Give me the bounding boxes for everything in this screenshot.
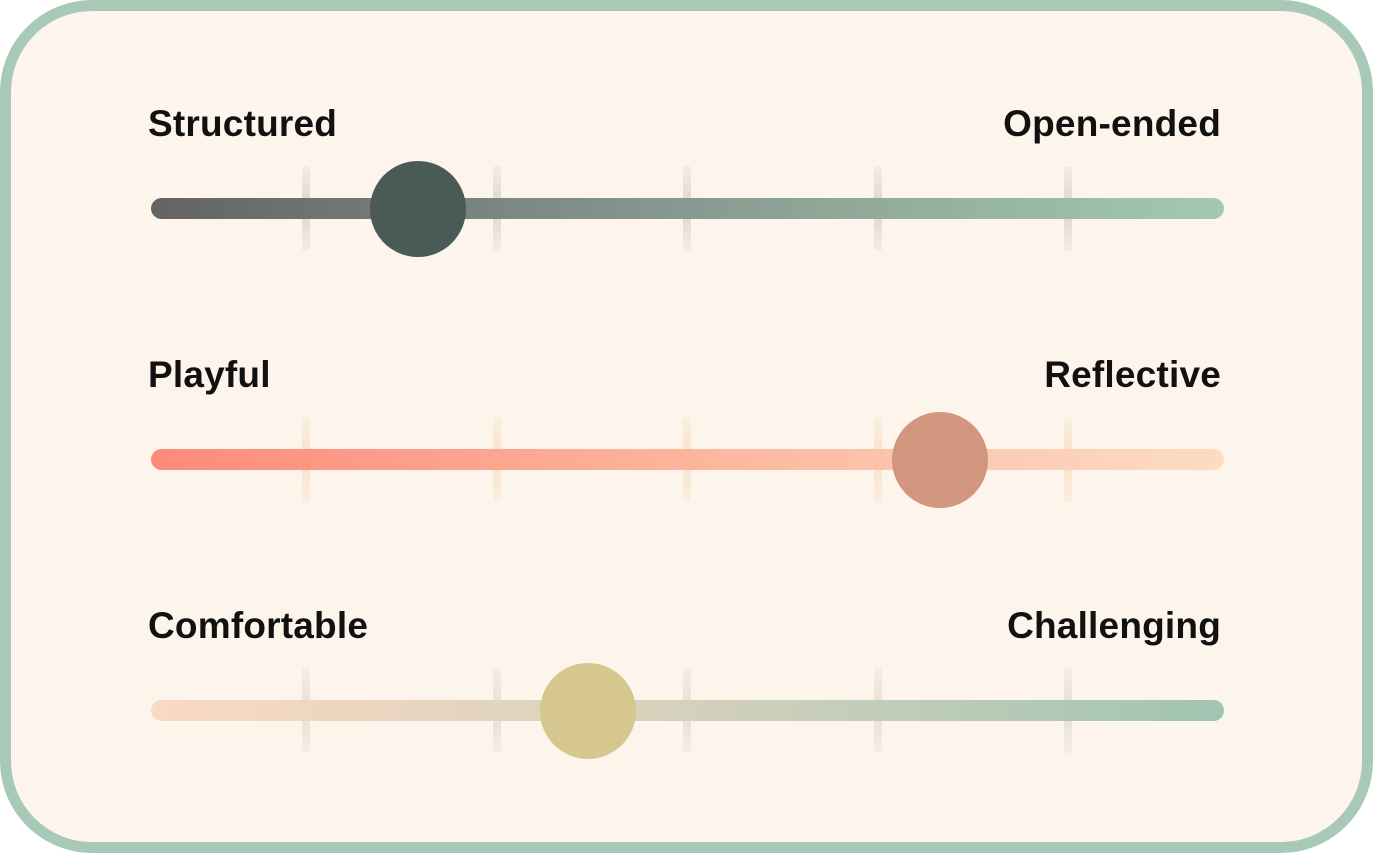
slider-left-label: Comfortable — [148, 605, 369, 646]
slider-right-label: Open-ended — [1003, 103, 1221, 144]
slider-playful-reflective: Playful Reflective — [11, 342, 1362, 542]
slider-structured-open-ended: Structured Open-ended — [11, 91, 1362, 291]
slider-left-label: Structured — [148, 103, 338, 144]
slider-track[interactable] — [151, 198, 1224, 219]
slider-comfortable-challenging: Comfortable Challenging — [11, 593, 1362, 793]
slider-right-label: Challenging — [1007, 605, 1221, 646]
slider-right-label: Reflective — [1044, 354, 1221, 395]
slider-thumb[interactable] — [370, 161, 467, 257]
slider-track[interactable] — [151, 700, 1224, 721]
slider-left-label: Playful — [148, 354, 271, 395]
slider-track[interactable] — [151, 449, 1224, 470]
slider-thumb[interactable] — [539, 663, 636, 759]
slider-thumb[interactable] — [891, 412, 988, 508]
